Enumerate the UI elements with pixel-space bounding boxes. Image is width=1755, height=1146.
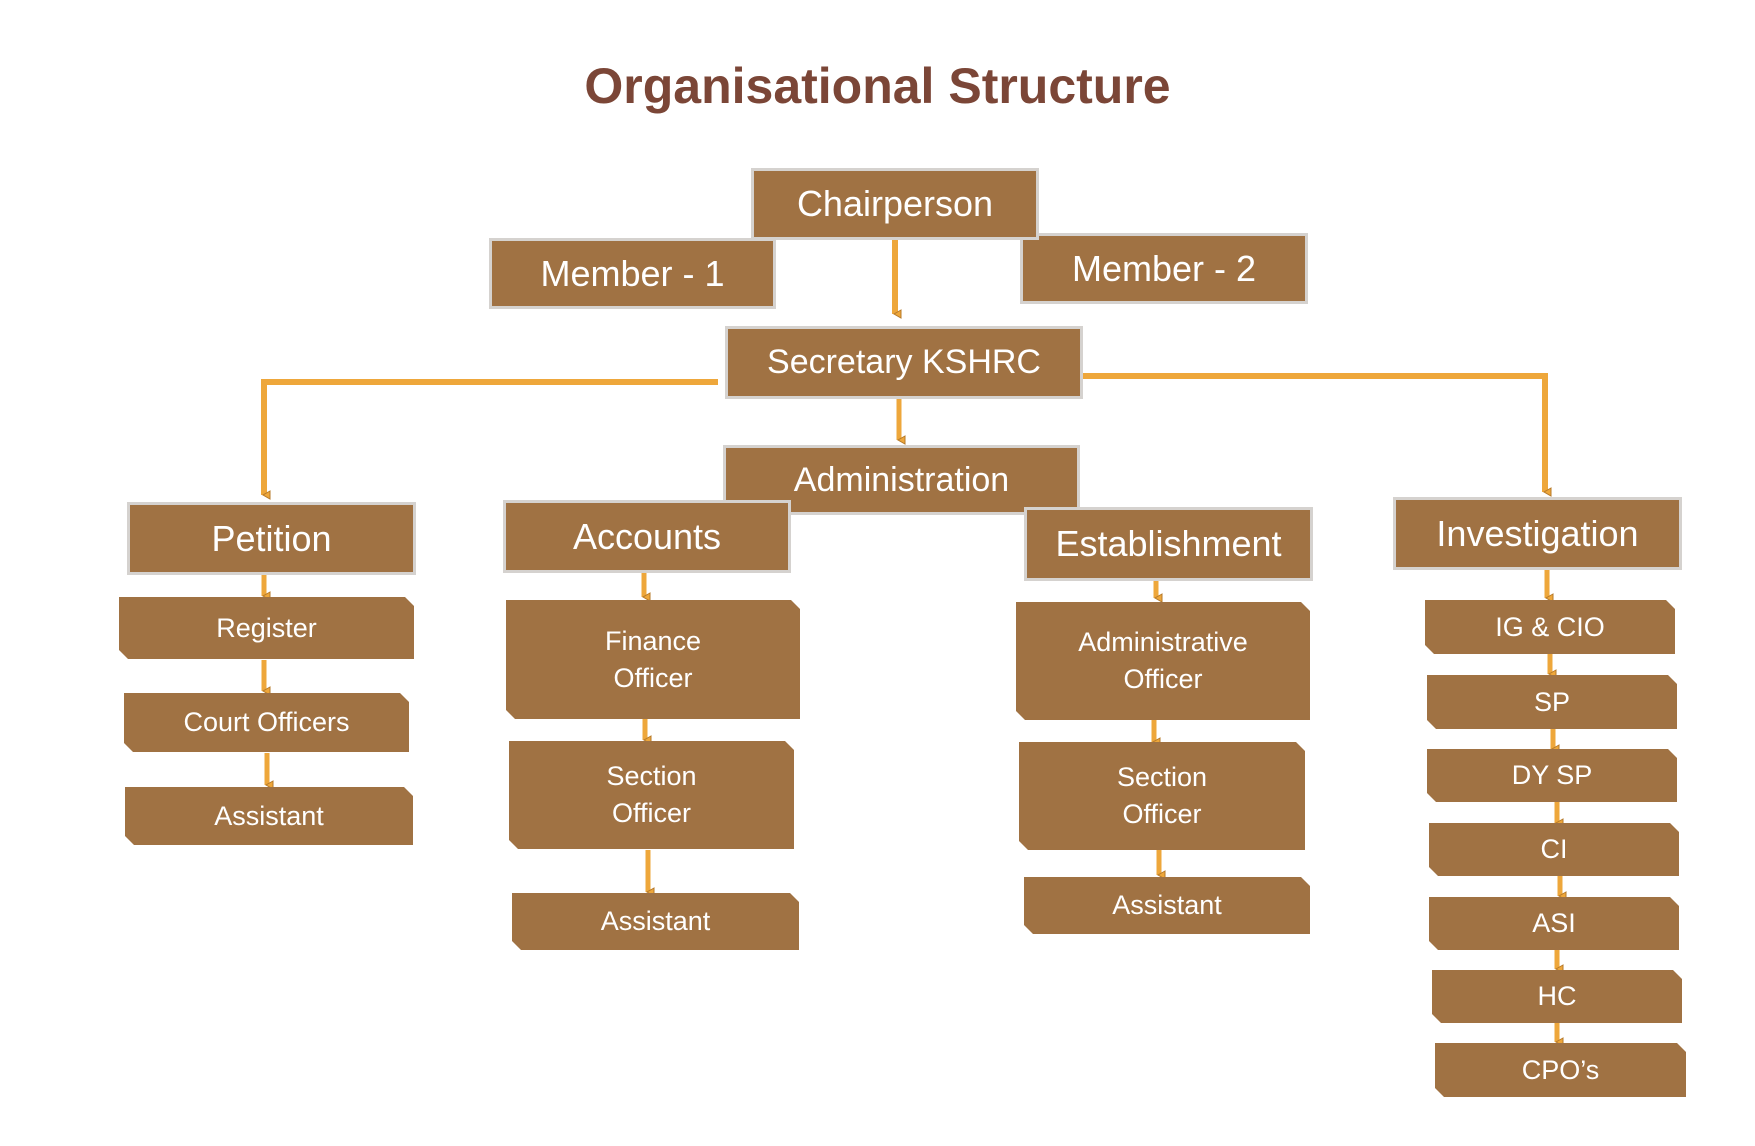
node-investigation-cpos-label: CPO’s bbox=[1521, 1054, 1600, 1085]
connector-secretary-to-investigation bbox=[1080, 373, 1552, 497]
node-chairperson: Chairperson bbox=[751, 168, 1039, 240]
node-accounts-assistant: Assistant bbox=[512, 893, 799, 950]
chart-title: Organisational Structure bbox=[584, 58, 1171, 114]
node-accounts-finance-officer: Finance Officer bbox=[506, 600, 800, 719]
node-administration: Administration bbox=[723, 445, 1080, 515]
node-investigation-cpos: CPO’s bbox=[1435, 1043, 1686, 1097]
node-accounts-finance-officer-label: Finance Officer bbox=[604, 625, 702, 693]
node-investigation-asi: ASI bbox=[1429, 897, 1679, 950]
node-member-1-label: Member - 1 bbox=[540, 252, 725, 294]
node-establishment-section-officer: Section Officer bbox=[1019, 742, 1305, 850]
node-establishment-assistant: Assistant bbox=[1024, 877, 1310, 934]
node-investigation-ci-label: CI bbox=[1540, 834, 1568, 864]
node-secretary: Secretary KSHRC bbox=[725, 326, 1083, 399]
node-establishment-section-officer-label: Section Officer bbox=[1116, 762, 1208, 829]
node-investigation-hc-label: HC bbox=[1537, 981, 1577, 1011]
node-member-2: Member - 2 bbox=[1020, 233, 1308, 304]
node-petition-register: Register bbox=[119, 597, 414, 659]
node-investigation-ci: CI bbox=[1429, 823, 1679, 876]
node-establishment-administrative-officer: Administrative Officer bbox=[1016, 602, 1310, 720]
node-secretary-label: Secretary KSHRC bbox=[767, 343, 1041, 382]
node-accounts-assistant-label: Assistant bbox=[600, 906, 711, 936]
node-investigation-asi-label: ASI bbox=[1532, 908, 1576, 938]
node-petition-register-label: Register bbox=[216, 612, 317, 643]
node-investigation-dy-sp-label: DY SP bbox=[1511, 760, 1593, 790]
node-establishment-assistant-label: Assistant bbox=[1112, 890, 1222, 920]
node-establishment: Establishment bbox=[1024, 507, 1313, 581]
node-petition-court-officers: Court Officers bbox=[124, 693, 409, 752]
node-investigation-sp: SP bbox=[1427, 675, 1677, 729]
node-member-2-label: Member - 2 bbox=[1071, 247, 1257, 289]
node-petition: Petition bbox=[127, 502, 416, 575]
node-administration-label: Administration bbox=[793, 460, 1010, 499]
node-petition-court-officers-label: Court Officers bbox=[183, 707, 350, 737]
node-investigation-hc: HC bbox=[1432, 970, 1682, 1023]
node-chairperson-label: Chairperson bbox=[796, 183, 994, 225]
node-petition-label: Petition bbox=[211, 517, 332, 559]
node-investigation-sp-label: SP bbox=[1533, 686, 1571, 717]
node-accounts-section-officer-label: Section Officer bbox=[606, 761, 697, 828]
node-establishment-label: Establishment bbox=[1055, 523, 1282, 565]
node-member-1: Member - 1 bbox=[489, 238, 776, 309]
node-petition-assistant-label: Assistant bbox=[214, 800, 324, 831]
connector-secretary-to-petition bbox=[261, 379, 718, 500]
node-accounts: Accounts bbox=[503, 500, 791, 573]
node-establishment-administrative-officer-label: Administrative Officer bbox=[1078, 627, 1248, 694]
node-investigation: Investigation bbox=[1393, 497, 1682, 570]
node-accounts-section-officer: Section Officer bbox=[509, 741, 794, 849]
node-investigation-label: Investigation bbox=[1436, 512, 1639, 554]
node-investigation-ig-cio: IG & CIO bbox=[1425, 600, 1675, 654]
node-investigation-dy-sp: DY SP bbox=[1427, 749, 1677, 802]
node-accounts-label: Accounts bbox=[572, 515, 722, 557]
node-investigation-ig-cio-label: IG & CIO bbox=[1495, 611, 1605, 642]
node-petition-assistant: Assistant bbox=[125, 787, 413, 845]
